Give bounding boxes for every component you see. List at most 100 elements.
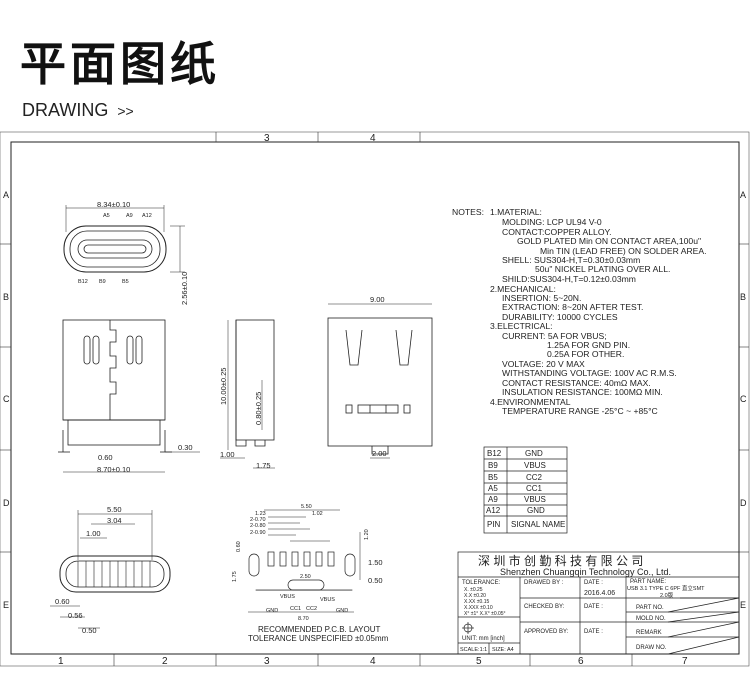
pcb-top-dim: 2-0.80	[250, 523, 266, 529]
border-frame	[0, 131, 750, 667]
detail-dim: 0.50	[82, 626, 97, 635]
pcb-pin-label: VBUS	[320, 597, 335, 603]
pin-signal: CC1	[526, 484, 543, 493]
page-subtitle: DRAWING >>	[22, 100, 134, 121]
pcb-side-dim: 0.50	[368, 576, 383, 585]
note-line: CONTACT:COPPER ALLOY.	[502, 227, 612, 237]
pcb-side-dim: 0.60	[236, 541, 242, 552]
pin-label-b12: B12	[78, 279, 88, 285]
date-label-3: DATE :	[584, 629, 603, 635]
pcb-tolerance: TOLERANCE UNSPECIFIED ±0.05mm	[248, 634, 389, 643]
chevron-text: >>	[117, 103, 134, 119]
mold-no-label: MOLD NO.	[636, 616, 666, 622]
note-line: MOLDING: LCP UL94 V-0	[502, 217, 602, 227]
pcb-top-dim: 2-0.90	[250, 530, 266, 536]
note-line: 50u" NICKEL PLATING OVER ALL.	[535, 264, 670, 274]
pin-signal: CC2	[526, 473, 543, 482]
pin-label-b5: B5	[122, 279, 129, 285]
pin-cell: B9	[488, 461, 498, 470]
note-line: 1.MATERIAL:	[490, 207, 542, 217]
pin-cell: A5	[488, 484, 498, 493]
company-name-en: Shenzhen Chuangqin Technology Co., Ltd.	[500, 567, 671, 577]
note-line: SHELL: SUS304-H,T=0.30±0.03mm	[502, 255, 640, 265]
note-line: Min TIN (LEAD FREE) ON SOLDER AREA.	[540, 246, 707, 256]
scale-label: SCALE:1:1	[460, 647, 487, 653]
right-bottom-dim: 2.00	[372, 449, 387, 458]
top-width-dim: 8.34±0.10	[97, 200, 130, 209]
pcb-top-dim: 2-0.70	[250, 517, 266, 523]
pcb-top-dim: 5.50	[301, 504, 312, 510]
frame-letter: B	[740, 292, 746, 302]
drawed-by-label: DRAWED BY :	[524, 580, 564, 586]
note-line: TEMPERATURE RANGE -25°C ~ +85°C	[502, 406, 658, 416]
pin-label-a9: A9	[126, 213, 133, 219]
pcb-small-dim: 2.50	[300, 574, 311, 580]
note-line: INSULATION RESISTANCE: 100MΩ MIN.	[502, 387, 663, 397]
note-line: INSERTION: 5~20N.	[502, 293, 581, 303]
pin-signal: SIGNAL NAME	[511, 520, 565, 529]
pin-signal: VBUS	[524, 495, 546, 504]
right-width-dim: 9.00	[370, 295, 385, 304]
pin-label-b9: B9	[99, 279, 106, 285]
detail-dim: 0.60	[55, 597, 70, 606]
note-line: 4.ENVIRONMENTAL	[490, 397, 571, 407]
detail-dim: 5.50	[107, 505, 122, 514]
pin-label-a12: A12	[142, 213, 152, 219]
right-view	[327, 303, 433, 459]
front-dim-a: 0.60	[98, 453, 113, 462]
part-name-sub: 2.0版	[660, 591, 674, 599]
tolerance-line: X.X ±0.20	[464, 593, 486, 599]
side-dim-b: 1.75	[256, 461, 271, 470]
frame-top-num: 4	[370, 133, 376, 144]
pcb-top-dim: 1.23	[255, 511, 266, 517]
note-line: 1.25A FOR GND PIN.	[547, 340, 630, 350]
note-line: 3.ELECTRICAL:	[490, 321, 553, 331]
pin-signal: VBUS	[524, 461, 546, 470]
frame-bottom-num: 3	[264, 656, 270, 667]
pin-signal: GND	[525, 449, 543, 458]
title-block	[457, 551, 740, 655]
pcb-vbus-left: VBUS	[280, 594, 295, 600]
top-height-dim: 2.56±0.10	[180, 272, 189, 305]
pin-label-a5: A5	[103, 213, 110, 219]
side-height-dim: 10.00±0.25	[219, 368, 228, 405]
notes-block: 1.MATERIAL: MOLDING: LCP UL94 V-0 CONTAC…	[490, 207, 707, 416]
detail-dim: 0.56	[68, 611, 83, 620]
pin-signal: GND	[527, 506, 545, 515]
pcb-bottom-dim: 8.70	[298, 616, 309, 622]
detail-dim: 3.04	[107, 516, 122, 525]
tolerance-line: X.XXX ±0.10	[464, 605, 493, 611]
top-view	[63, 205, 185, 273]
pcb-pin-label: CC1	[290, 606, 301, 612]
pin-cell: B12	[487, 449, 502, 458]
note-line: SHILD:SUS304-H,T=0.12±0.03mm	[502, 274, 636, 284]
front-dim-b: 0.30	[178, 443, 193, 452]
note-line: 0.25A FOR OTHER.	[547, 349, 624, 359]
detail-dim: 1.00	[86, 529, 101, 538]
note-line: GOLD PLATED Min ON CONTACT AREA,100u"	[517, 236, 701, 246]
notes-label: NOTES:	[452, 207, 484, 217]
frame-letter: E	[3, 600, 9, 610]
part-name-label: PART NAME:	[630, 579, 666, 585]
pcb-top-dim: 1.02	[312, 511, 323, 517]
frame-letter: D	[3, 498, 10, 508]
side-dim-a: 1.00	[220, 450, 235, 459]
pcb-small-dim: 1.75	[232, 571, 238, 582]
pcb-caption: RECOMMENDED P.C.B. LAYOUT	[258, 625, 381, 634]
pcb-pin-label: CC2	[306, 606, 317, 612]
page-title: 平面图纸	[20, 37, 220, 91]
frame-bottom-num: 1	[58, 656, 64, 667]
frame-bottom-num: 5	[476, 656, 482, 667]
date-value: 2016.4.06	[584, 590, 615, 597]
tolerance-label: TOLERANCE:	[462, 580, 501, 586]
note-line: CONTACT RESISTANCE: 40mΩ MAX.	[502, 378, 651, 388]
side-view	[220, 319, 275, 469]
note-line: CURRENT: 5A FOR VBUS;	[502, 331, 607, 341]
pin-table	[483, 446, 568, 534]
date-label-2: DATE :	[584, 604, 603, 610]
pin-cell: B5	[488, 473, 498, 482]
checked-by-label: CHECKED BY:	[524, 604, 565, 610]
pin-cell: PIN	[487, 520, 501, 529]
pin-table-cells: B12 GND B9 VBUS B5 CC2 A5 CC1 A9 VBUS A1…	[486, 449, 565, 529]
